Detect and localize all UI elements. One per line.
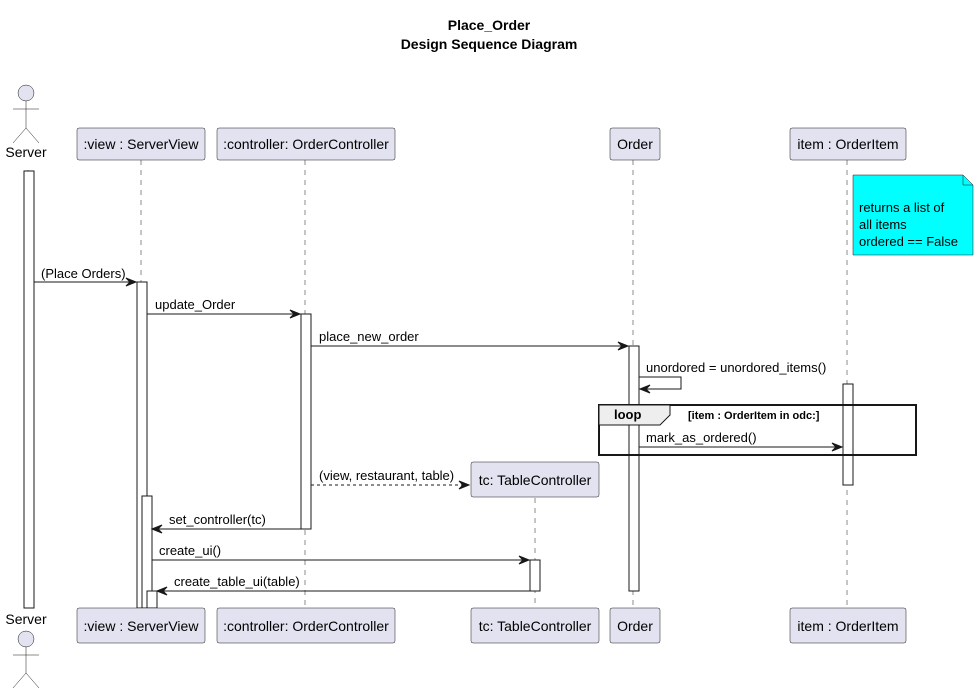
diagram-title-line1: Place_Order [448, 17, 531, 33]
participant-item-label: item : OrderItem [797, 136, 898, 152]
note-line1: returns a list of [859, 200, 945, 215]
svg-text:tc: TableController: tc: TableController [479, 618, 592, 634]
participant-view-bottom: :view : ServerView [76, 607, 206, 644]
note-returns-list: returns a list of all items ordered == F… [852, 174, 974, 256]
svg-text:mark_as_ordered(): mark_as_ordered() [646, 430, 757, 445]
participant-controller-top: :controller: OrderController [216, 127, 396, 161]
participant-table-controller-created: tc: TableController [470, 461, 600, 498]
svg-text:(view, restaurant, table): (view, restaurant, table) [319, 468, 454, 483]
message-create-ui: create_ui() [152, 543, 531, 565]
svg-text:place_new_order: place_new_order [319, 329, 419, 344]
note-line2: all items [859, 217, 907, 232]
actor-server-label-top: Server [5, 144, 47, 160]
activation-item [842, 383, 854, 486]
participant-controller-label: :controller: OrderController [223, 136, 389, 152]
svg-text:item : OrderItem: item : OrderItem [797, 618, 898, 634]
svg-text:Order: Order [617, 618, 653, 634]
activation-order [628, 345, 640, 592]
message-create-table-controller: (view, restaurant, table) [311, 468, 471, 490]
message-set-controller: set_controller(tc) [150, 512, 301, 534]
message-place-new-order: place_new_order [311, 329, 630, 351]
participant-view-label: :view : ServerView [84, 136, 200, 152]
loop-keyword: loop [614, 407, 641, 422]
actor-server-label-bottom: Server [5, 611, 47, 627]
svg-text::view : ServerView: :view : ServerView [84, 618, 200, 634]
participant-order-top: Order [609, 127, 661, 161]
message-create-table-ui: create_table_ui(table) [155, 574, 530, 596]
message-update-order: update_Order [147, 297, 302, 319]
participant-order-label: Order [617, 136, 653, 152]
participant-table-controller-bottom: tc: TableController [470, 607, 600, 644]
loop-fragment: loop [item : OrderItem in odc:] [598, 404, 917, 456]
svg-text:update_Order: update_Order [155, 297, 236, 312]
message-mark-as-ordered: mark_as_ordered() [639, 430, 844, 452]
participant-view-top: :view : ServerView [76, 127, 206, 161]
actor-server-bottom [12, 630, 40, 689]
message-place-orders: (Place Orders) [34, 266, 138, 287]
note-line3: ordered == False [859, 234, 958, 249]
loop-guard: [item : OrderItem in odc:] [688, 410, 820, 422]
svg-text::controller: OrderController: :controller: OrderController [223, 618, 389, 634]
activation-server [23, 170, 35, 609]
activation-table-controller [529, 559, 541, 592]
message-unordored-items-self: unordored = unordored_items() [638, 360, 826, 394]
participant-table-controller-label: tc: TableController [479, 472, 592, 488]
svg-text:(Place Orders): (Place Orders) [41, 266, 126, 281]
svg-text:create_table_ui(table): create_table_ui(table) [174, 574, 300, 589]
svg-text:set_controller(tc): set_controller(tc) [169, 512, 266, 527]
activation-view-3 [146, 590, 158, 609]
svg-text:unordored = unordored_items(): unordored = unordored_items() [646, 360, 826, 375]
participant-order-bottom: Order [609, 607, 661, 644]
participant-controller-bottom: :controller: OrderController [216, 607, 396, 644]
participant-item-top: item : OrderItem [789, 127, 907, 161]
diagram-title-line2: Design Sequence Diagram [401, 36, 578, 52]
activation-controller [300, 313, 312, 530]
participant-item-bottom: item : OrderItem [789, 607, 907, 644]
actor-server-top [12, 84, 40, 144]
svg-text:create_ui(): create_ui() [159, 543, 221, 558]
